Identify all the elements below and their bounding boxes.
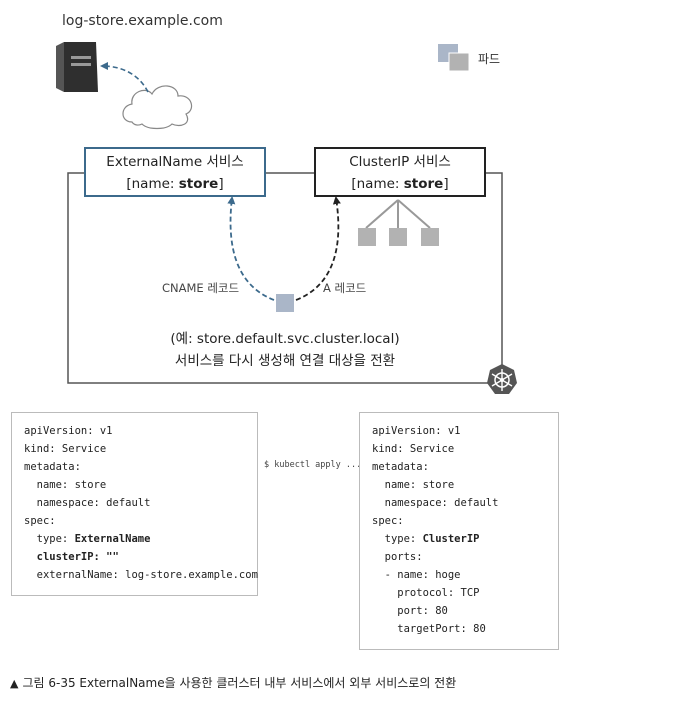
cluster-boundary <box>67 172 503 384</box>
code-line: namespace: default <box>24 497 151 509</box>
code-line: kind: Service <box>372 443 455 455</box>
switch-note: (예: store.default.svc.cluster.local) 서비스… <box>140 328 430 372</box>
code-line: spec: <box>24 515 56 527</box>
switch-note-description: 서비스를 다시 생성해 연결 대상을 전환 <box>174 353 396 369</box>
code-line: spec: <box>372 515 404 527</box>
code-line: metadata: <box>24 461 81 473</box>
code-line: name: store <box>372 479 455 491</box>
code-line: targetPort: 80 <box>372 623 486 635</box>
code-line: protocol: TCP <box>372 587 480 599</box>
caption-marker: ▲ <box>10 677 19 690</box>
pod-icon <box>438 44 470 72</box>
clusterip-service-name: [name: store] <box>351 176 449 192</box>
pod-legend-label: 파드 <box>478 52 501 66</box>
clusterip-manifest: apiVersion: v1 kind: Service metadata: nam… <box>359 412 559 650</box>
kubernetes-icon <box>487 364 517 394</box>
code-line: type: ClusterIP <box>372 533 480 545</box>
code-line: type: ExternalName <box>24 533 151 545</box>
client-pod <box>276 294 294 312</box>
code-line: apiVersion: v1 <box>24 425 113 437</box>
externalname-service-box: ExternalName 서비스 [name: store] <box>84 147 266 197</box>
pod-3 <box>421 228 439 246</box>
a-record-label: A 레코드 <box>323 281 367 295</box>
code-line: name: store <box>24 479 107 491</box>
cloud-icon <box>122 85 193 130</box>
code-line: apiVersion: v1 <box>372 425 461 437</box>
code-line: externalName: log-store.example.com <box>24 569 258 581</box>
externalname-manifest: apiVersion: v1 kind: Service metadata: nam… <box>11 412 258 596</box>
clusterip-service-title: ClusterIP 서비스 <box>349 154 451 170</box>
server-icon <box>56 42 98 92</box>
code-line: metadata: <box>372 461 429 473</box>
clusterip-pods <box>358 199 439 246</box>
figure-caption: ▲그림 6-35 ExternalName을 사용한 클러스터 내부 서비스에서… <box>10 674 456 691</box>
pod-1 <box>358 228 376 246</box>
clusterip-service-box: ClusterIP 서비스 [name: store] <box>314 147 486 197</box>
cname-record-label: CNAME 레코드 <box>162 281 240 295</box>
code-line: kind: Service <box>24 443 107 455</box>
domain-label: log-store.example.com <box>62 13 223 29</box>
code-line: ports: <box>372 551 423 563</box>
code-line: clusterIP: "" <box>24 551 119 563</box>
code-line: - name: hoge <box>372 569 461 581</box>
cloud-to-server-arrow <box>100 62 149 93</box>
code-line: port: 80 <box>372 605 448 617</box>
service-switch-diagram <box>56 42 517 394</box>
externalname-service-name: [name: store] <box>126 176 224 192</box>
cname-arrow <box>227 196 275 301</box>
switch-note-example: (예: store.default.svc.cluster.local) <box>170 331 400 347</box>
pod-2 <box>389 228 407 246</box>
kubectl-apply-command: $ kubectl apply ... <box>264 460 362 470</box>
externalname-service-title: ExternalName 서비스 <box>106 154 244 170</box>
caption-text: 그림 6-35 ExternalName을 사용한 클러스터 내부 서비스에서 … <box>22 676 457 690</box>
code-line: namespace: default <box>372 497 499 509</box>
a-record-arrow <box>295 196 341 301</box>
